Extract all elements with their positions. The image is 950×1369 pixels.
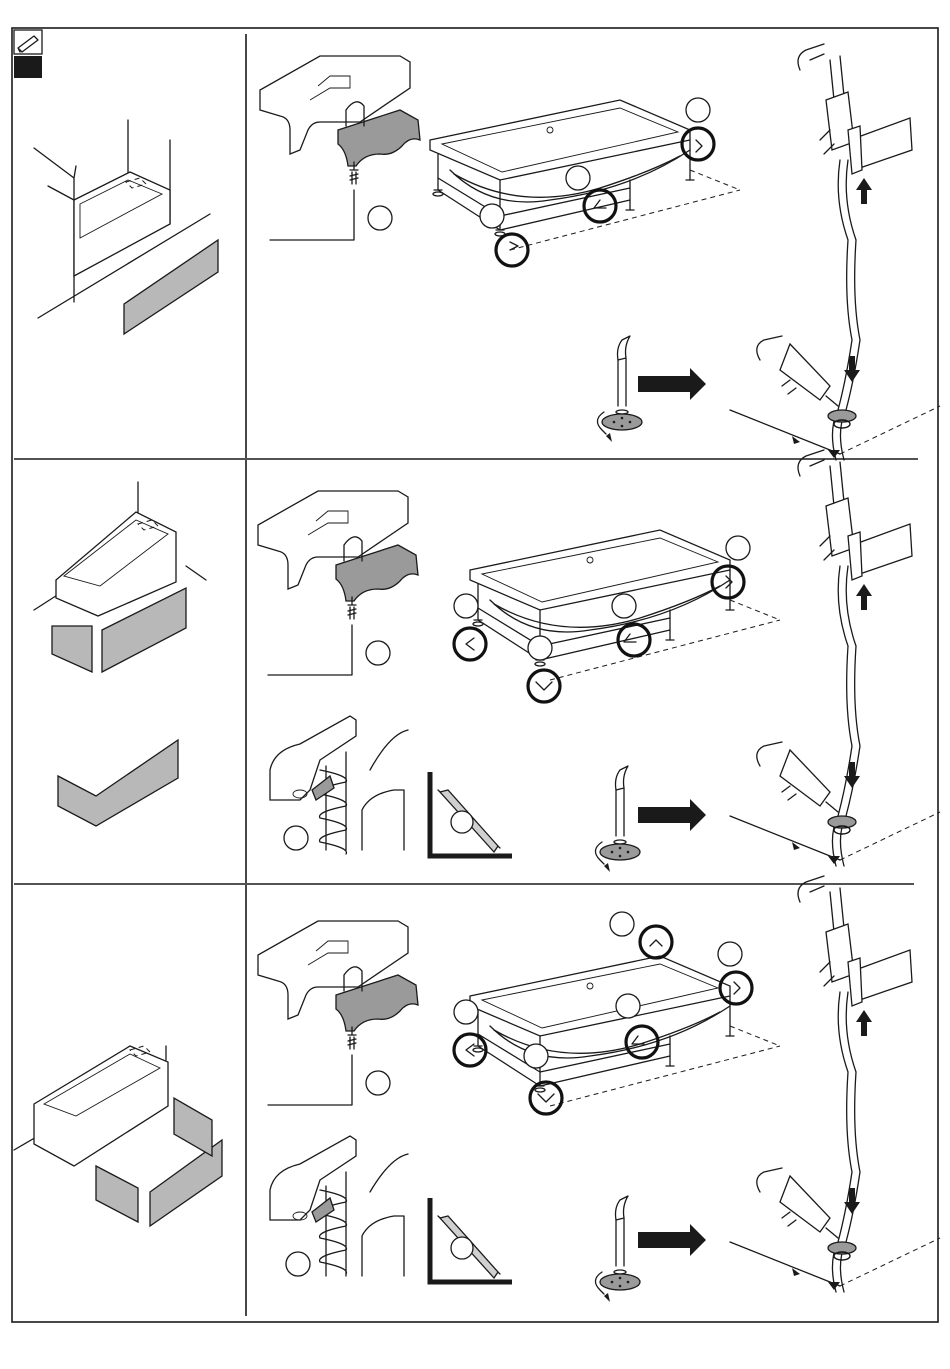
panel-clip-3 [258,921,418,1105]
next-arrow-3 [638,1224,706,1256]
end-panel [52,626,92,672]
panel-clip-2 [258,491,418,675]
corner-panel [58,740,178,826]
step-1 [34,44,940,460]
room-tub-overview-2 [34,482,206,826]
room-tub-overview-3 [14,1046,222,1226]
corner-seal-detail-2 [430,772,512,856]
step-2 [34,450,940,872]
seal-detail-2 [730,450,940,866]
tub-frame-2 [454,530,780,702]
room-tub-overview-1 [34,120,218,334]
support-foot-2 [595,766,640,872]
seal-detail-3 [730,876,940,1292]
step-3 [14,876,940,1302]
next-arrow-2 [638,799,706,831]
support-foot-1 [597,336,642,442]
tub-frame-3 [454,912,780,1114]
step-marker-block [14,56,42,78]
support-foot-3 [595,1196,640,1302]
tub-frame-1 [430,98,740,266]
front-panel [124,240,218,334]
panel-clip-1 [260,56,420,240]
hose-detail-3 [270,1136,408,1276]
side-panel [174,1098,212,1156]
hose-detail-2 [270,716,408,854]
corner-seal-detail-3 [430,1198,512,1282]
seal-detail-1 [730,44,940,460]
next-arrow-1 [638,368,706,400]
pencil-icon [14,30,42,54]
end-panel [96,1166,138,1222]
